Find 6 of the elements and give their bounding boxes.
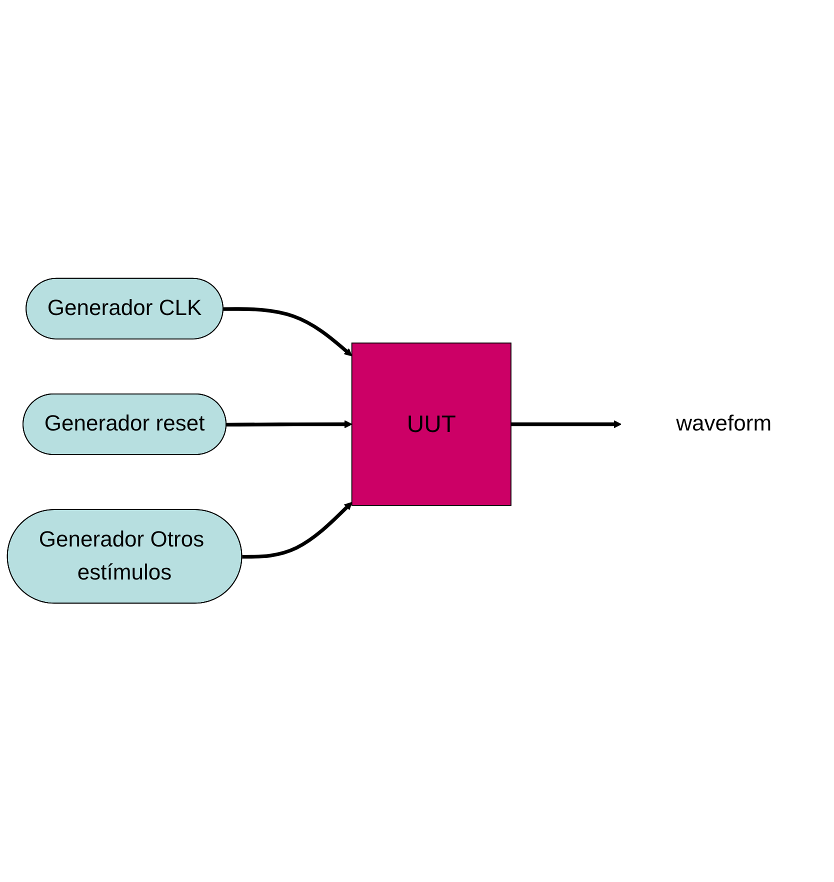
node-box: UUT (351, 342, 512, 506)
arrow (226, 420, 352, 429)
arrow (242, 502, 352, 559)
arrow (223, 307, 352, 357)
node-text: waveform (676, 412, 772, 436)
arrow (510, 420, 622, 429)
